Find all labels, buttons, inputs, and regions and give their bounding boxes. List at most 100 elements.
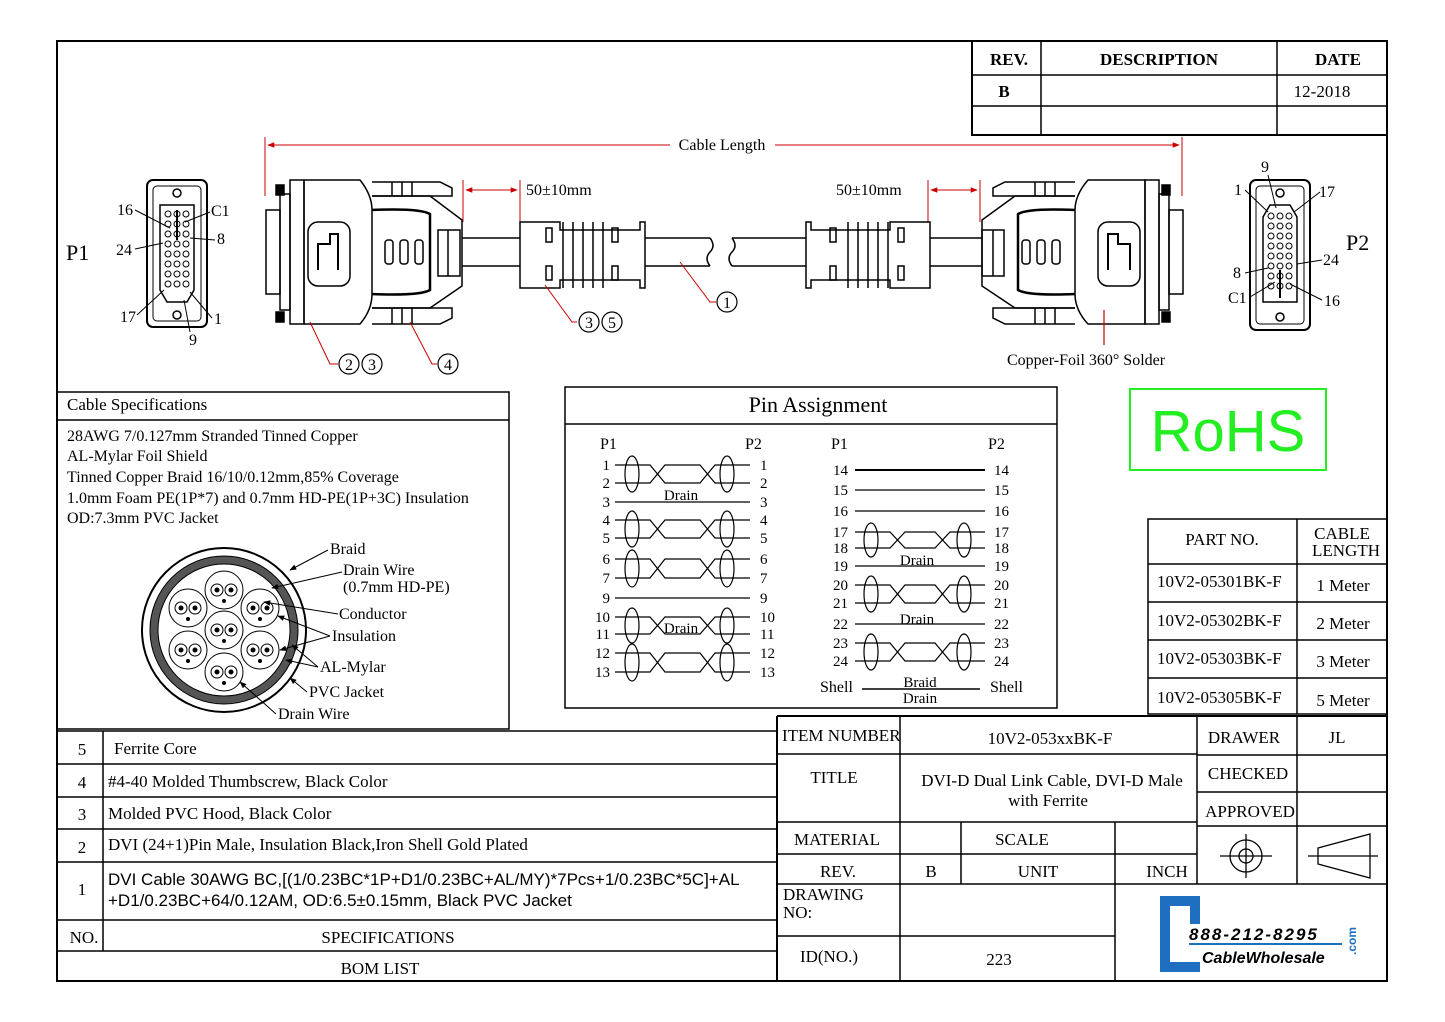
unit-label: UNIT	[1018, 862, 1059, 881]
xs-label-hdpe: (0.7mm HD-PE)	[343, 579, 450, 596]
logo-name: CableWholesale	[1202, 950, 1325, 967]
pin-num-p1: 1	[603, 458, 611, 474]
xs-label-braid: Braid	[330, 541, 366, 558]
pin-num-p1: 21	[833, 596, 848, 612]
logo-phone: 888-212-8295	[1189, 925, 1319, 944]
pa-shell-left: Shell	[820, 679, 853, 696]
pin-num-p1: 18	[833, 541, 848, 557]
conductor-core	[214, 669, 220, 675]
pin-contact	[1276, 252, 1284, 260]
conductor-core	[178, 605, 184, 611]
pin-contact	[1285, 222, 1293, 230]
pin-num-p2: 19	[994, 559, 1009, 575]
pin-num-p2: 6	[760, 552, 768, 568]
pin-num-p1: 4	[603, 513, 611, 529]
pin-num-p2: 9	[760, 591, 768, 607]
cable-assembly	[265, 179, 1184, 345]
drawer-label: DRAWER	[1208, 728, 1281, 747]
pa-left-p1: P1	[600, 436, 617, 453]
cablewholesale-logo: 888-212-8295 CableWholesale .com	[1160, 896, 1359, 972]
part-no-cell: 10V2-05305BK-F	[1157, 688, 1282, 707]
part-no-cell: 10V2-05303BK-F	[1157, 649, 1282, 668]
shield-loop	[956, 633, 972, 671]
part-no-header: PART NO.	[1185, 530, 1259, 549]
conductor-core	[214, 627, 220, 633]
shield-loop	[956, 575, 972, 613]
pin-contact	[1276, 222, 1284, 230]
wire	[615, 652, 750, 673]
xs-label-drain2: Drain Wire	[278, 706, 349, 723]
rev-value-tb: B	[925, 862, 936, 881]
wire	[855, 642, 985, 662]
cable-specifications: Cable Specifications 28AWG 7/0.127mm Str…	[56, 391, 510, 730]
callout-3: 3	[368, 357, 376, 374]
shield-loop	[719, 549, 735, 588]
drain-wire	[222, 681, 226, 685]
conductor-core	[250, 647, 256, 653]
pin-contact	[164, 230, 172, 238]
pin-contact	[1285, 242, 1293, 250]
pin-contact	[173, 260, 181, 268]
wire	[615, 464, 750, 484]
xs-label-insulation: Insulation	[332, 628, 396, 645]
pin-num-p1: 11	[596, 627, 610, 643]
pin-num-p2: 1	[760, 458, 768, 474]
pin-contact	[1267, 232, 1275, 240]
pin-num-p1: 22	[833, 617, 848, 633]
pin-num-p2: 10	[760, 610, 775, 626]
ferrite-offset-left: 50±10mm	[526, 182, 592, 199]
pin-contact	[1285, 272, 1293, 280]
callout-circles	[338, 291, 738, 375]
pin-num-p2: 12	[760, 646, 775, 662]
cable-spec-line: OD:7.3mm PVC Jacket	[67, 510, 219, 527]
logo-com: .com	[1345, 927, 1359, 955]
cable-length-label: Cable Length	[679, 137, 766, 154]
rev-header: REV.	[990, 50, 1028, 69]
p1-pin-24: 24	[116, 242, 132, 259]
drawing-no-label-2: NO:	[783, 903, 812, 922]
pin-num-p1: 5	[603, 531, 611, 547]
pin-contact	[173, 240, 181, 248]
p2-pin-8: 8	[1233, 265, 1241, 282]
drain-wire	[222, 639, 226, 643]
part-no-cell: 10V2-05301BK-F	[1157, 572, 1282, 591]
wire	[615, 519, 750, 539]
p2-pin-9: 9	[1261, 159, 1269, 176]
unit-value: INCH	[1146, 862, 1188, 881]
length-cell: 1 Meter	[1316, 576, 1370, 595]
rohs-text: RoHS	[1151, 399, 1306, 464]
drain-wire	[258, 617, 262, 621]
drain-wire	[222, 599, 226, 603]
conductor-core	[178, 647, 184, 653]
pin-contact	[1267, 222, 1275, 230]
cable-spec-line: AL-Mylar Foil Shield	[67, 448, 207, 465]
conductor-core	[228, 669, 234, 675]
bom-spec-header: SPECIFICATIONS	[321, 928, 454, 947]
pin-num-p2: 18	[994, 541, 1009, 557]
pin-num-p2: 11	[760, 627, 774, 643]
pin-num-p2: 3	[760, 495, 768, 511]
p1-pin-16: 16	[117, 202, 133, 219]
shield-loop	[624, 510, 640, 548]
pa-drain-shell: Drain	[903, 691, 938, 707]
p2-connector-face: P2 9 1 17 24 8 C1 16	[1228, 159, 1369, 331]
twisted-pair	[168, 630, 208, 670]
cable-spec-line: 1.0mm Foam PE(1P*7) and 0.7mm HD-PE(1P+3…	[67, 490, 469, 507]
shield-loop	[624, 455, 640, 493]
scale-label: SCALE	[995, 830, 1049, 849]
conductor-core	[228, 627, 234, 633]
pin-contact	[1267, 212, 1275, 220]
description-header: DESCRIPTION	[1100, 50, 1219, 69]
bom-spec: #4-40 Molded Thumbscrew, Black Color	[108, 772, 388, 791]
conductor-core	[228, 587, 234, 593]
callout-5: 5	[608, 315, 616, 332]
ferrite-offset-right: 50±10mm	[836, 182, 902, 199]
pa-shell-right: Shell	[990, 679, 1023, 696]
pin-num-p1: 20	[833, 578, 848, 594]
p2-pin-c1: C1	[1228, 290, 1247, 307]
pin-contact	[1276, 232, 1284, 240]
xs-label-drain: Drain Wire	[343, 562, 414, 579]
material-label: MATERIAL	[794, 830, 880, 849]
drain-wire	[186, 617, 190, 621]
